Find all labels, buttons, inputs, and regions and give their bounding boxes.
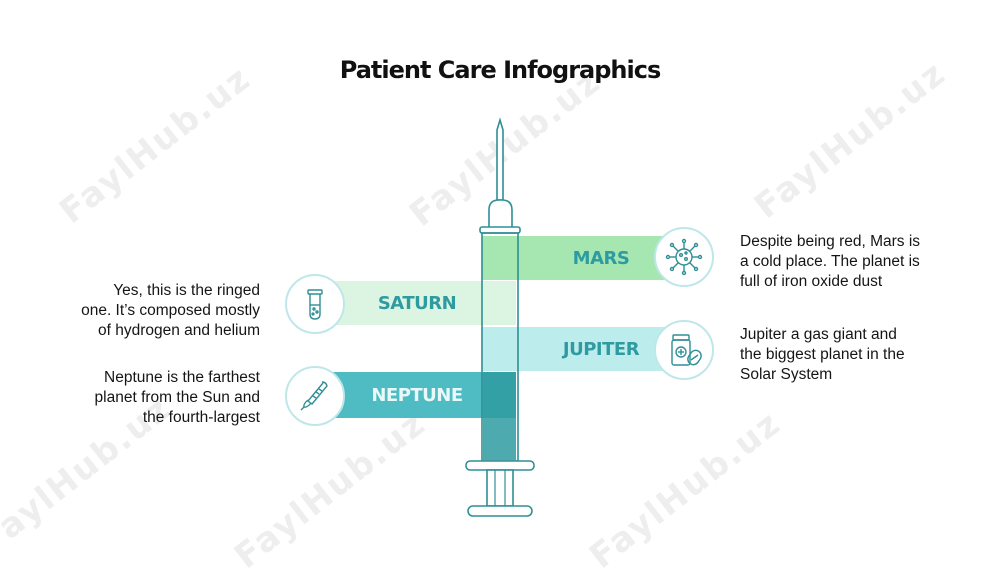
mars-desc-line: Despite being red, Mars is [740,233,921,250]
mars-desc-line: full of iron oxide dust [740,273,883,290]
mars-desc-line: a cold place. The planet is [740,253,920,270]
syringe-plunger-rod [486,469,514,507]
jupiter-label: JUPITER [562,338,640,360]
jupiter-description: Jupiter a gas giant and the biggest plan… [740,325,980,385]
saturn-desc-line: one. It’s composed mostly [81,302,260,319]
test-tube-icon [307,289,323,320]
jupiter-icon-circle [654,320,714,380]
medicine-bottle-icon [671,334,702,366]
syringe-plunger-thumb [467,505,533,517]
saturn-description: Yes, this is the ringed one. It’s compos… [20,281,260,341]
mars-label: MARS [572,247,630,269]
syringe-liquid [483,372,516,460]
mars-band: MARS [482,236,684,280]
saturn-band: SATURN [318,281,516,325]
syringe-needle [496,117,504,201]
neptune-desc-line: the fourth-largest [142,409,260,426]
saturn-label: SATURN [377,292,457,314]
saturn-desc-line: of hydrogen and helium [97,322,260,339]
syringe-illustration [465,117,535,517]
syringe-flange [465,460,535,471]
mars-icon-circle [654,227,714,287]
jupiter-desc-line: the biggest planet in the [740,346,905,363]
syringe-collar [479,226,521,234]
thermometer-icon [300,381,328,411]
page-title: Patient Care Infographics [339,56,661,84]
neptune-label: NEPTUNE [371,384,463,406]
jupiter-desc-line: Jupiter a gas giant and [740,326,897,343]
saturn-desc-line: Yes, this is the ringed [113,282,260,299]
neptune-desc-line: planet from the Sun and [94,389,260,406]
neptune-icon-circle [285,366,345,426]
mars-description: Despite being red, Mars is a cold place.… [740,232,980,292]
syringe-hub [488,199,513,228]
jupiter-band: JUPITER [482,327,684,371]
saturn-icon-circle [285,274,345,334]
neptune-description: Neptune is the farthest planet from the … [20,368,260,428]
jupiter-desc-line: Solar System [740,366,833,383]
virus-icon [665,238,703,276]
neptune-desc-line: Neptune is the farthest [104,369,260,386]
